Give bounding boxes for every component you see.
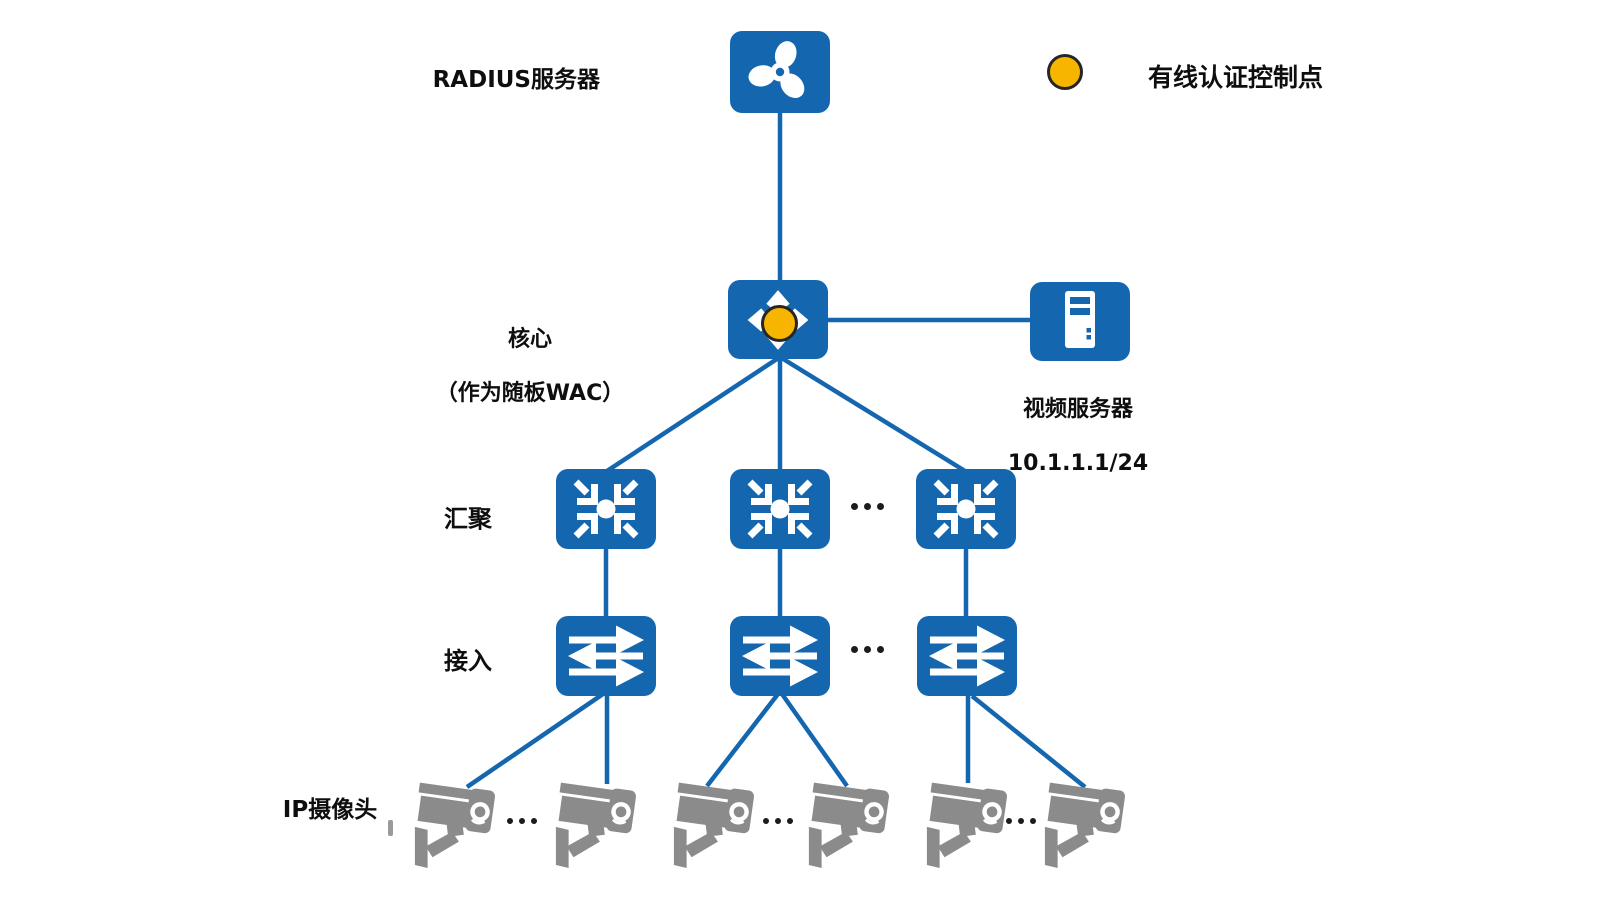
ellipsis-dots-cameras-3 xyxy=(1006,818,1036,824)
core-label-line2: （作为随板WAC） xyxy=(435,381,625,406)
ip-camera-row-label: IP摄像头 xyxy=(282,797,378,823)
link-acc2-cam4 xyxy=(780,692,849,788)
ip-camera-3-icon xyxy=(670,778,758,868)
ip-camera-5-icon xyxy=(923,778,1011,868)
lan-switch-arrows-icon xyxy=(730,616,830,696)
ellipsis-dots-aggregation xyxy=(851,503,884,510)
link-acc2-cam3 xyxy=(705,692,780,788)
inward-arrows-icon xyxy=(730,469,830,549)
ellipsis-dots-access xyxy=(851,646,884,653)
radius-server-label: RADIUS服务器 xyxy=(432,67,600,93)
ip-camera-1-icon xyxy=(411,778,499,868)
link-core-agg1 xyxy=(605,355,782,473)
link-core-agg3 xyxy=(778,355,967,473)
access-switch-2-icon xyxy=(730,616,830,696)
ip-camera-2-icon xyxy=(552,778,640,868)
legend-auth-point-marker xyxy=(1047,54,1083,90)
video-server-name: 视频服务器 xyxy=(1022,397,1133,422)
partial-camera-edge xyxy=(388,820,393,836)
aggregation-row-label: 汇聚 xyxy=(444,505,492,533)
aggregation-switch-1-icon xyxy=(556,469,656,549)
lan-switch-arrows-icon xyxy=(556,616,656,696)
aggregation-switch-2-icon xyxy=(730,469,830,549)
video-server-label: 视频服务器 10.1.1.1/24 xyxy=(970,369,1186,504)
core-label: 核心 （作为随板WAC） xyxy=(425,299,635,434)
access-row-label: 接入 xyxy=(444,647,492,675)
legend-label: 有线认证控制点 xyxy=(1148,63,1324,92)
ip-camera-4-icon xyxy=(805,778,893,868)
ellipsis-dots-cameras-1 xyxy=(507,818,537,824)
server-tower-icon xyxy=(1030,282,1130,361)
access-switch-1-icon xyxy=(556,616,656,696)
link-acc1-cam1 xyxy=(465,692,605,789)
link-acc3-cam6 xyxy=(970,694,1087,789)
video-server-ip: 10.1.1.1/24 xyxy=(1007,451,1149,476)
lan-switch-arrows-icon xyxy=(917,616,1017,696)
ellipsis-dots-cameras-2 xyxy=(763,818,793,824)
radius-server-icon xyxy=(730,31,830,113)
inward-arrows-icon xyxy=(556,469,656,549)
video-server-icon xyxy=(1030,282,1130,361)
propeller-icon xyxy=(730,31,830,113)
access-switch-3-icon xyxy=(917,616,1017,696)
ip-camera-6-icon xyxy=(1041,778,1129,868)
aggregation-switch-3-icon xyxy=(916,469,1016,549)
core-label-line1: 核心 xyxy=(507,327,552,352)
wired-auth-point-marker-core xyxy=(761,305,798,342)
